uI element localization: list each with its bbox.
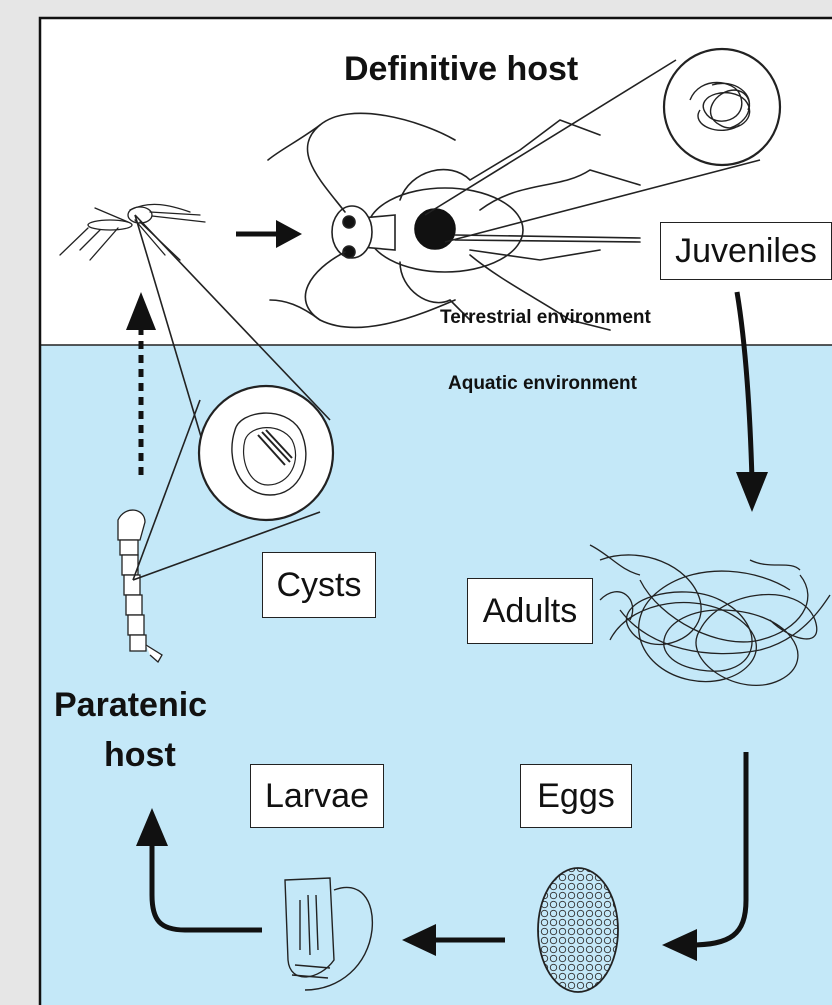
aquatic-panel bbox=[40, 345, 832, 1005]
aquatic-label: Aquatic environment bbox=[448, 374, 637, 393]
egg-icon bbox=[538, 868, 618, 992]
worm-in-host-icon bbox=[664, 49, 780, 165]
cyst-icon bbox=[199, 386, 333, 520]
eggs-label: Eggs bbox=[520, 764, 632, 828]
diagram-title: Definitive host bbox=[344, 52, 578, 86]
cysts-label: Cysts bbox=[262, 552, 376, 618]
larvae-label: Larvae bbox=[250, 764, 384, 828]
terrestrial-label: Terrestrial environment bbox=[440, 308, 651, 327]
paratenic-host-label-line2: host bbox=[104, 738, 176, 772]
adults-label: Adults bbox=[467, 578, 593, 644]
paratenic-host-label-line1: Paratenic bbox=[54, 688, 207, 722]
juveniles-label: Juveniles bbox=[660, 222, 832, 280]
